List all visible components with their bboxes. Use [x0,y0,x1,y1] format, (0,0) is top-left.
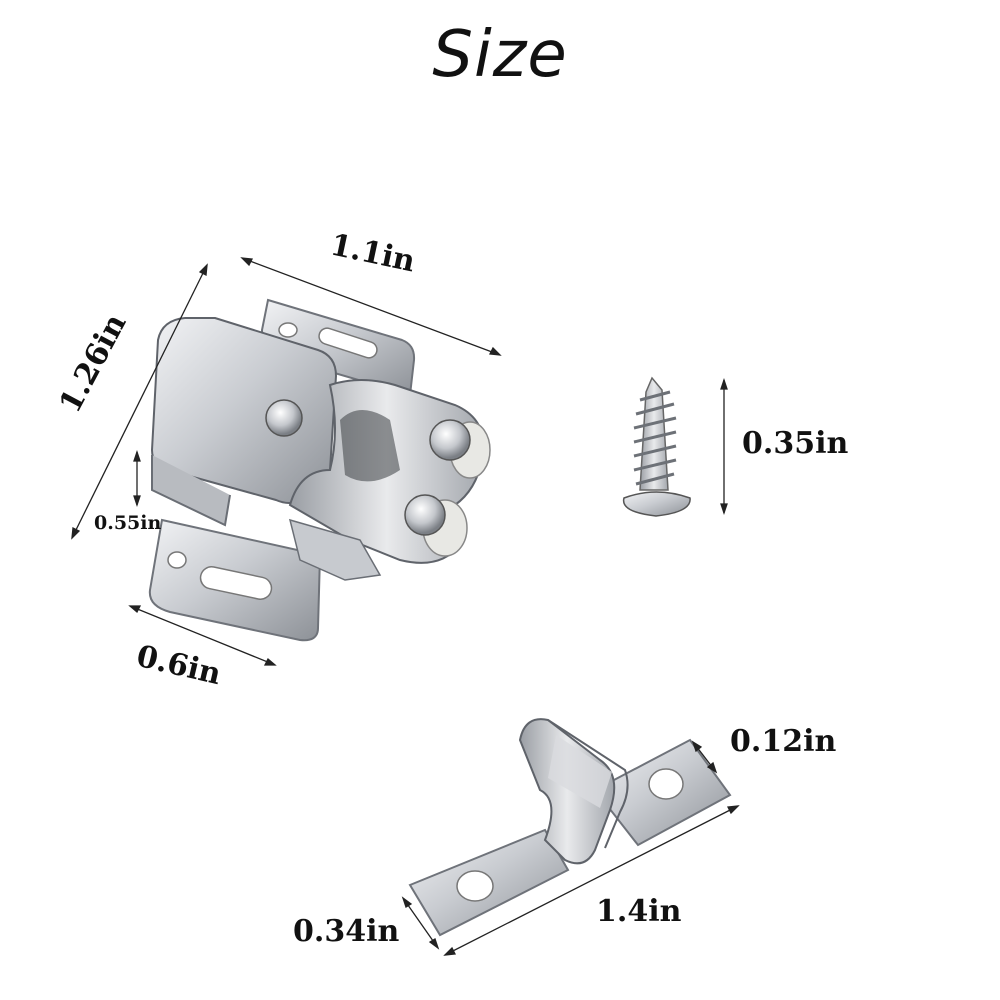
cabinet-catch-image [148,298,491,642]
screw-length-label: 0.35in [742,426,849,461]
catch-depth-label: 0.55in [94,512,162,534]
dimension-lines [71,257,740,956]
strike-thickness-label: 0.12in [730,724,837,759]
size-title: Size [432,18,568,92]
strike-plate-image [408,718,732,937]
strike-width-label: 0.34in [293,914,400,949]
strike-length-label: 1.4in [596,894,682,929]
screw-image [622,376,691,517]
